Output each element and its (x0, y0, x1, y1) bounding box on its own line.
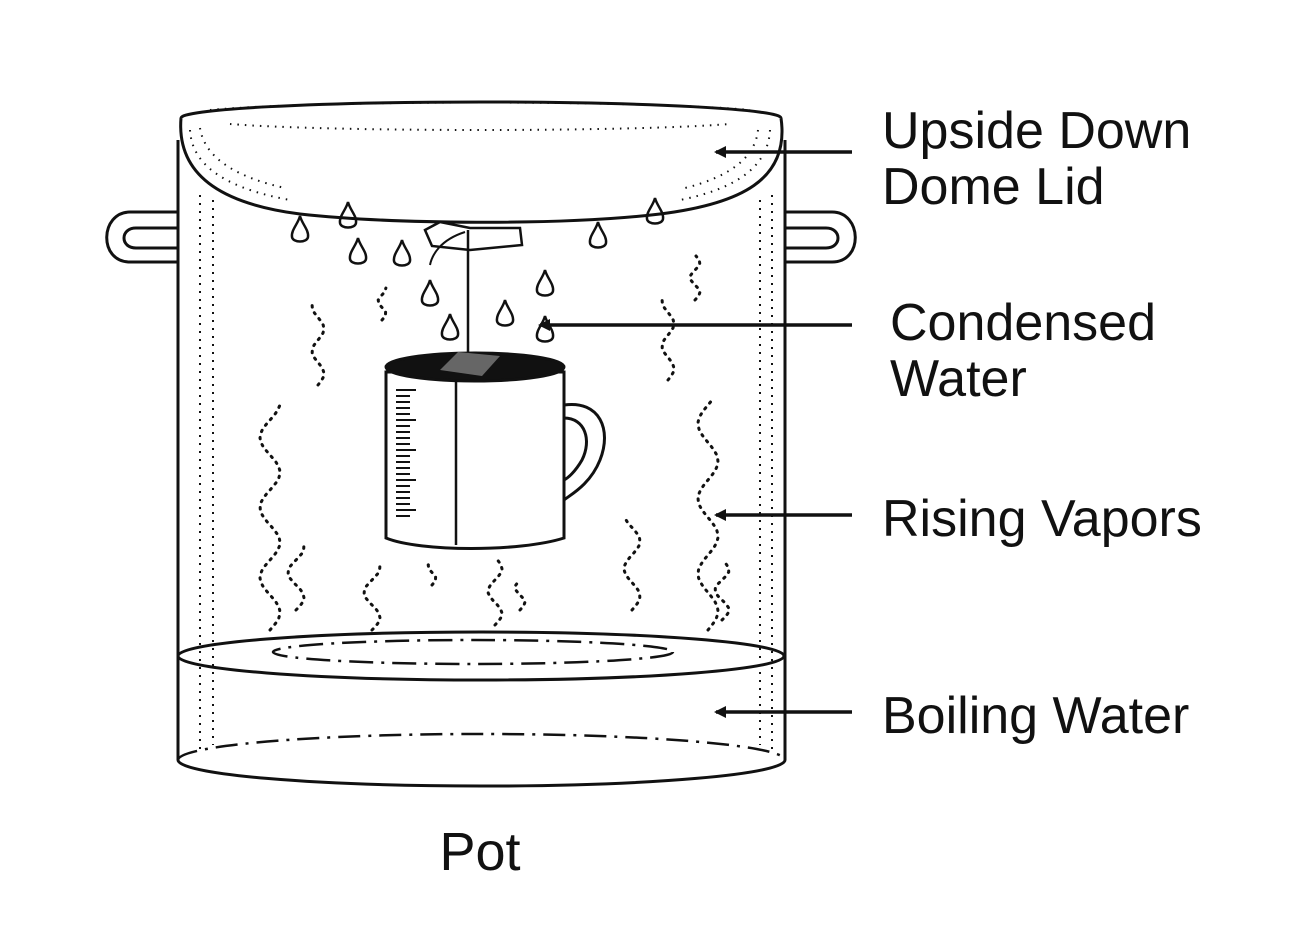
vapor-icon (713, 558, 731, 622)
vapor-icon (426, 559, 438, 587)
vapor-icon (513, 580, 527, 612)
water-droplet-icon (290, 215, 310, 243)
water-droplet-icon (348, 237, 368, 265)
water-droplet-icon (338, 201, 358, 229)
condensed-water-droplets (290, 197, 665, 343)
vapor-icon (688, 254, 702, 302)
pot-handle-left (105, 210, 178, 264)
label-lid-line2: Dome Lid (882, 158, 1105, 216)
arrows (538, 146, 852, 718)
caption-pot: Pot (439, 822, 520, 882)
vapor-icon (696, 400, 720, 632)
boiling-water (176, 630, 786, 682)
label-boiling-water: Boiling Water (882, 687, 1189, 745)
water-droplet-icon (588, 221, 608, 249)
label-rising-vapors: Rising Vapors (882, 490, 1202, 548)
vapor-icon (622, 516, 642, 612)
label-lid-line1: Upside Down (882, 102, 1191, 160)
water-droplet-icon (535, 269, 555, 297)
water-droplet-icon (440, 313, 460, 341)
vapor-icon (310, 299, 326, 387)
rising-vapors (258, 254, 731, 632)
vapor-icon (286, 540, 306, 612)
water-droplet-icon (392, 239, 412, 267)
vapor-icon (486, 555, 504, 627)
vapor-icon (258, 400, 282, 632)
vapor-icon (376, 286, 388, 322)
water-droplet-icon (420, 279, 440, 307)
dome-lid (179, 100, 784, 266)
vapor-icon (362, 560, 382, 632)
label-condensed-line2: Water (890, 350, 1027, 408)
mug-icon (384, 351, 606, 550)
vapor-icon (660, 298, 676, 382)
water-droplet-icon (645, 197, 665, 225)
water-droplet-icon (535, 315, 555, 343)
water-droplet-icon (495, 299, 515, 327)
label-condensed-line1: Condensed (890, 294, 1156, 352)
pot-handle-right (785, 210, 857, 264)
